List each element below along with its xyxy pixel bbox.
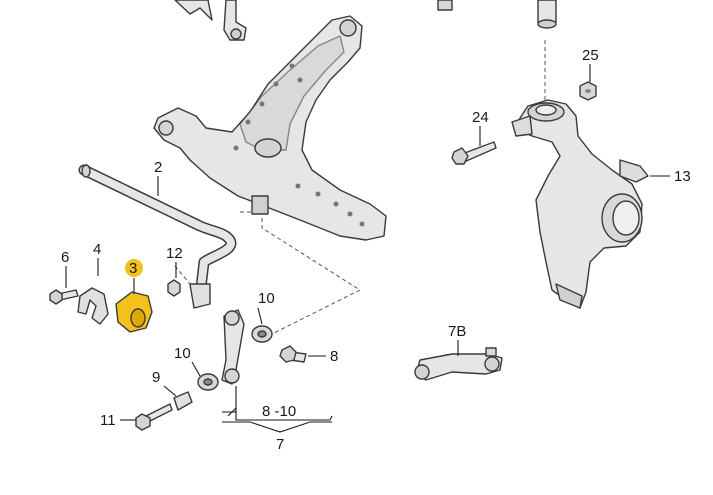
nut-25 <box>579 81 597 101</box>
highlight-circle-3 <box>125 259 143 277</box>
bush-10-lower <box>197 373 219 391</box>
upper-bolt-partial <box>437 0 557 29</box>
clamp-4 <box>77 287 109 325</box>
label-6: 6 <box>61 249 69 266</box>
label-24: 24 <box>472 109 489 126</box>
stabilizer-bar <box>78 164 237 309</box>
part-labels: 2 3 4 6 12 10 10 9 11 8 8 -10 7 7B 24 25… <box>61 47 691 453</box>
coupling-rod-7b <box>414 347 503 381</box>
rubber-bush-3 <box>115 291 153 333</box>
label-4: 4 <box>93 241 101 258</box>
bush-10-upper <box>251 325 273 343</box>
upper-link-rod-partial <box>174 0 247 41</box>
label-8: 8 <box>330 348 338 365</box>
label-25: 25 <box>582 47 599 64</box>
bolt-8 <box>279 345 307 363</box>
label-13: 13 <box>674 168 691 185</box>
leader-lines <box>65 64 670 433</box>
label-2: 2 <box>154 159 162 176</box>
label-8-10: 8 -10 <box>262 403 296 420</box>
label-9: 9 <box>152 369 160 386</box>
nut-12 <box>167 279 181 297</box>
label-12: 12 <box>166 245 183 262</box>
bolt-6 <box>49 289 79 305</box>
sleeve-9 <box>173 391 193 411</box>
label-10-lower: 10 <box>174 345 191 362</box>
label-7: 7 <box>276 436 284 453</box>
label-11: 11 <box>100 412 116 429</box>
label-7b: 7B <box>448 323 466 340</box>
drop-link-7 <box>221 309 245 385</box>
control-arm <box>153 15 387 241</box>
label-3: 3 <box>129 260 137 277</box>
steering-knuckle <box>511 99 649 309</box>
bolt-11 <box>135 403 173 431</box>
bolt-24 <box>451 141 497 165</box>
label-10-upper: 10 <box>258 290 275 307</box>
